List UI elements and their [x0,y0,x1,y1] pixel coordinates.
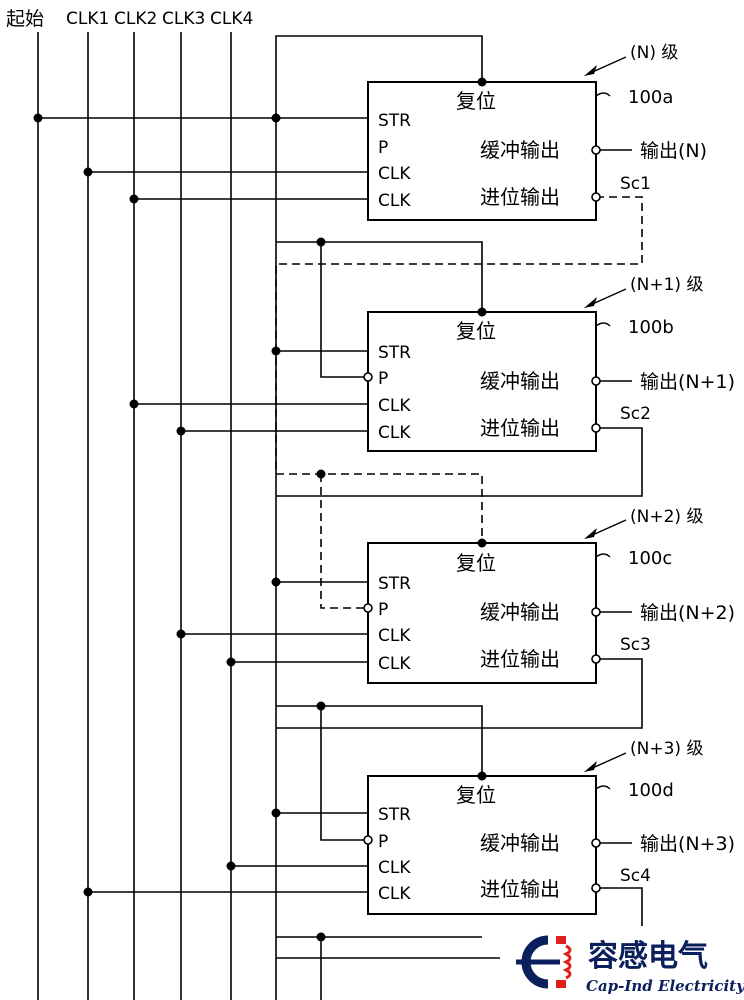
stage-label: (N) 级 [630,43,678,63]
carry-out-label: 进位输出 [480,647,560,671]
stage-label: (N+1) 级 [630,275,703,295]
stage-ref: 100b [628,317,674,338]
junction-dots [33,77,487,942]
buffer-out-label: 缓冲输出 [480,369,560,393]
stage-n3: (N+3) 级 100d 复位 STR P CLK CLK 缓冲输出 进位输出 … [378,739,735,904]
pin-clk-b: CLK [378,191,411,211]
stage-label: (N+2) 级 [630,507,703,527]
carry-out-label: 进位输出 [480,877,560,901]
watermark-name-cn: 容感电气 [588,939,708,974]
pin-clk-a: CLK [378,858,411,878]
bus-lines [37,32,232,1000]
pin-str: STR [378,111,411,131]
carry-out-label: 进位输出 [480,416,560,440]
terminals [363,145,601,893]
clk2-label: CLK2 [114,9,157,29]
clk4-label: CLK4 [210,9,253,29]
output-label: 输出(N+1) [640,371,735,393]
reset-label: 复位 [456,319,496,343]
pin-str: STR [378,343,411,363]
pin-p: P [378,138,388,158]
buffer-out-label: 缓冲输出 [480,138,560,162]
pin-str: STR [378,574,411,594]
pin-p: P [378,600,388,620]
pin-str: STR [378,805,411,825]
watermark: 容感电气 Cap-Ind Electricity [500,926,744,1000]
carry-signal-label: Sc1 [620,174,651,194]
stage-ref: 100c [628,548,672,569]
callout-arrowheads [584,65,597,772]
buffer-out-label: 缓冲输出 [480,600,560,624]
logo-mark-icon [516,935,572,989]
pin-clk-a: CLK [378,164,411,184]
carry-signal-label: Sc2 [620,404,651,424]
output-label: 输出(N+3) [640,833,735,855]
clk1-label: CLK1 [66,9,109,29]
stage-n: (N) 级 100a 复位 STR P CLK CLK 缓冲输出 进位输出 输出… [378,43,707,211]
output-label: 输出(N+2) [640,602,735,624]
carry-signal-label: Sc4 [620,866,651,886]
reset-label: 复位 [456,89,496,113]
solid-wiring [38,35,643,1000]
stage-n2: (N+2) 级 100c 复位 STR P CLK CLK 缓冲输出 进位输出 … [378,507,735,674]
clk3-label: CLK3 [162,9,205,29]
stage-ref: 100a [628,87,673,108]
pin-clk-b: CLK [378,654,411,674]
buffer-out-label: 缓冲输出 [480,831,560,855]
pin-clk-a: CLK [378,626,411,646]
reset-label: 复位 [456,551,496,575]
pin-clk-b: CLK [378,423,411,443]
pin-p: P [378,832,388,852]
reset-label: 复位 [456,783,496,807]
start-label: 起始 [6,8,44,30]
output-label: 输出(N) [640,140,707,162]
stage-ref: 100d [628,780,674,801]
pin-clk-b: CLK [378,884,411,904]
watermark-name-en: Cap-Ind Electricity [586,977,744,995]
carry-out-label: 进位输出 [480,185,560,209]
dashed-wiring [275,196,643,609]
stage-label: (N+3) 级 [630,739,703,759]
stage-n1: (N+1) 级 100b 复位 STR P CLK CLK 缓冲输出 进位输出 … [378,275,735,443]
carry-signal-label: Sc3 [620,635,651,655]
pin-p: P [378,369,388,389]
pin-clk-a: CLK [378,396,411,416]
